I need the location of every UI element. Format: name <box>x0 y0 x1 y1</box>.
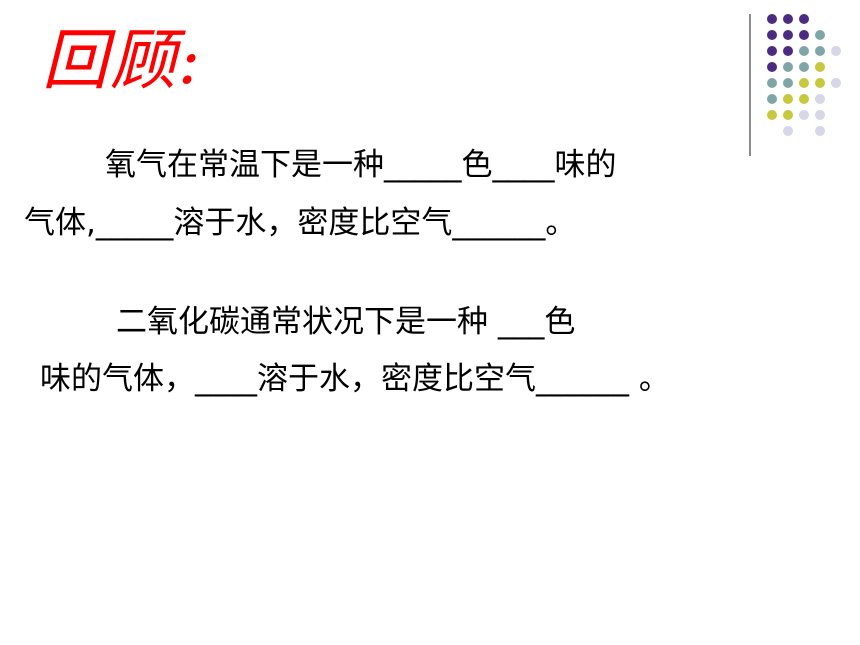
dot <box>783 126 793 136</box>
dot <box>767 62 777 72</box>
paragraph2-line2: 味的气体，____溶于水，密度比空气______ 。 <box>40 361 670 397</box>
dot <box>767 14 777 24</box>
dot <box>799 30 809 40</box>
slide-title: 回顾: <box>42 22 203 99</box>
paragraph1-line1: 氧气在常温下是一种_____色____味的 <box>105 147 617 183</box>
dot <box>799 14 809 24</box>
paragraph2-line1: 二氧化碳通常状况下是一种 ___色 <box>116 304 576 340</box>
dot <box>783 30 793 40</box>
dot <box>783 14 793 24</box>
dot <box>767 110 777 120</box>
dot <box>815 126 825 136</box>
dot <box>767 78 777 88</box>
dot <box>815 110 825 120</box>
dot <box>799 110 809 120</box>
dot <box>783 78 793 88</box>
dot <box>799 62 809 72</box>
dot <box>783 46 793 56</box>
dot <box>799 46 809 56</box>
dot <box>783 94 793 104</box>
dot <box>767 46 777 56</box>
dot <box>831 46 841 56</box>
dot <box>815 78 825 88</box>
dot <box>815 46 825 56</box>
dot <box>783 110 793 120</box>
decorative-divider <box>749 14 751 156</box>
dot <box>831 78 841 88</box>
dot <box>815 62 825 72</box>
paragraph1-line2: 气体,_____溶于水，密度比空气______。 <box>24 205 577 241</box>
dot <box>767 30 777 40</box>
dot <box>815 30 825 40</box>
dot <box>799 78 809 88</box>
dot <box>767 94 777 104</box>
dot <box>799 94 809 104</box>
dot <box>783 62 793 72</box>
decorative-dot-grid <box>767 14 841 136</box>
dot <box>815 94 825 104</box>
